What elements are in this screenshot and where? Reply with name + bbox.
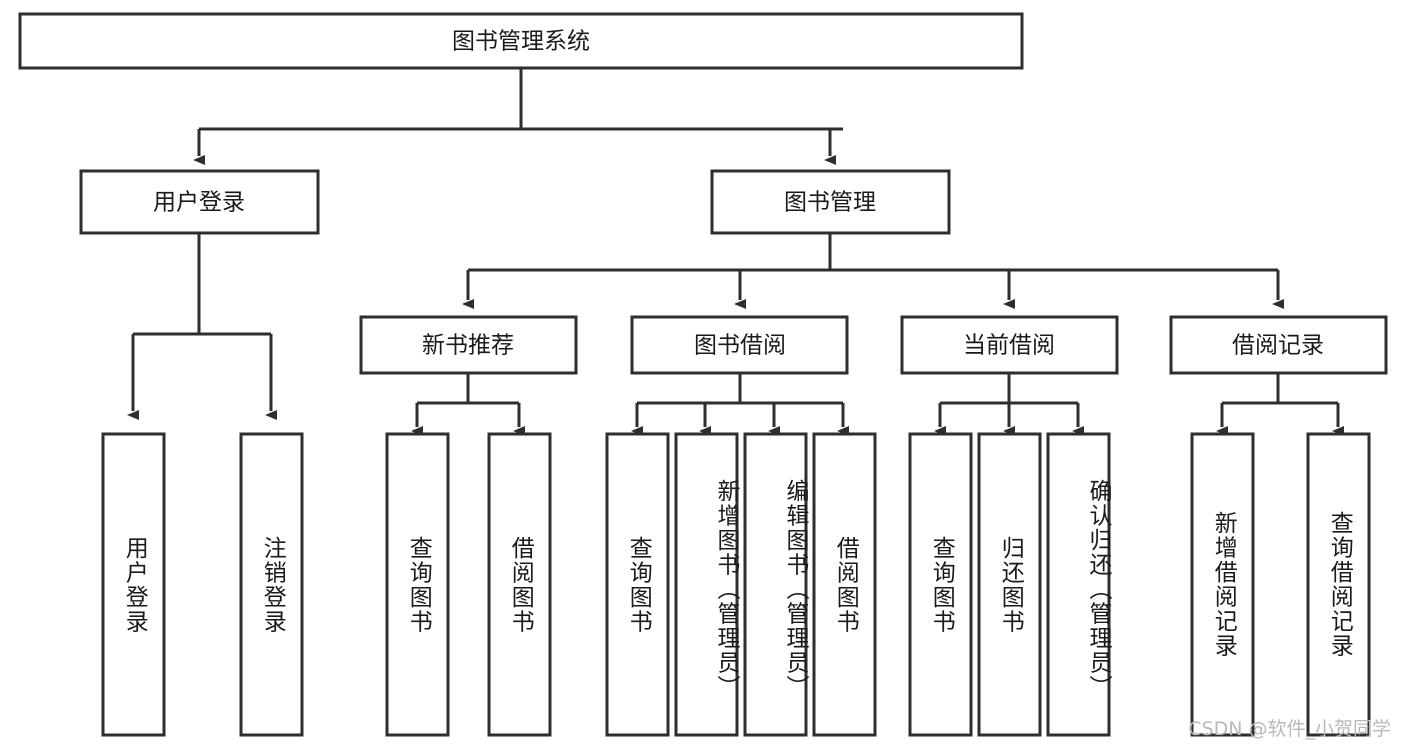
leaf-add-record-box[interactable]: [1190, 432, 1255, 737]
leaf-query-book-3-box[interactable]: [908, 432, 973, 737]
leaf-edit-book-box[interactable]: [743, 432, 808, 737]
node-login-label: 用户登录: [153, 190, 245, 216]
node-login[interactable]: 用户登录: [79, 169, 320, 235]
connectors-records-to-leaves: [1216, 373, 1344, 436]
node-root[interactable]: 图书管理系统: [18, 12, 1024, 70]
node-login-box[interactable]: [79, 169, 320, 235]
leaf-query-record-box[interactable]: [1306, 432, 1371, 737]
connectors-current-to-leaves: [934, 373, 1084, 436]
node-records[interactable]: 借阅记录: [1169, 315, 1388, 375]
node-current-label: 当前借阅: [963, 333, 1055, 359]
node-bookmgmt-label: 图书管理: [784, 190, 876, 216]
leaf-user-login-box[interactable]: [101, 432, 166, 737]
leaf-confirm-return-box[interactable]: [1046, 432, 1111, 737]
node-borrow-label: 图书借阅: [694, 333, 786, 359]
node-records-label: 借阅记录: [1232, 333, 1324, 359]
leaf-borrow-book-1-box[interactable]: [487, 432, 552, 737]
connectors-borrow-to-leaves: [631, 373, 849, 436]
connectors-newbook-to-leaves: [411, 373, 525, 436]
connectors-level1-to-level2: [193, 68, 843, 165]
node-borrow-box[interactable]: [630, 315, 849, 375]
leaf-return-book-box[interactable]: [977, 432, 1042, 737]
node-root-box[interactable]: [18, 12, 1024, 70]
leaf-query-book-1-box[interactable]: [385, 432, 450, 737]
leaf-borrow-book-2-box[interactable]: [812, 432, 877, 737]
node-root-label: 图书管理系统: [452, 29, 590, 55]
node-newbook-label: 新书推荐: [422, 333, 514, 359]
node-newbook-box[interactable]: [359, 315, 578, 375]
csdn-watermark: CSDN @软件_小贺同学: [1188, 718, 1391, 740]
connectors-bookmgmt-to-level3: [462, 233, 1284, 309]
node-bookmgmt-box[interactable]: [710, 169, 951, 235]
node-borrow[interactable]: 图书借阅: [630, 315, 849, 375]
node-current[interactable]: 当前借阅: [900, 315, 1119, 375]
leaf-boxes: [101, 432, 1371, 737]
leaf-add-book-box[interactable]: [674, 432, 739, 737]
node-bookmgmt[interactable]: 图书管理: [710, 169, 951, 235]
connectors-login-to-leaves: [127, 233, 277, 420]
node-records-box[interactable]: [1169, 315, 1388, 375]
node-current-box[interactable]: [900, 315, 1119, 375]
leaf-query-book-2-box[interactable]: [605, 432, 670, 737]
leaf-user-logout-box[interactable]: [239, 432, 304, 737]
node-newbook[interactable]: 新书推荐: [359, 315, 578, 375]
